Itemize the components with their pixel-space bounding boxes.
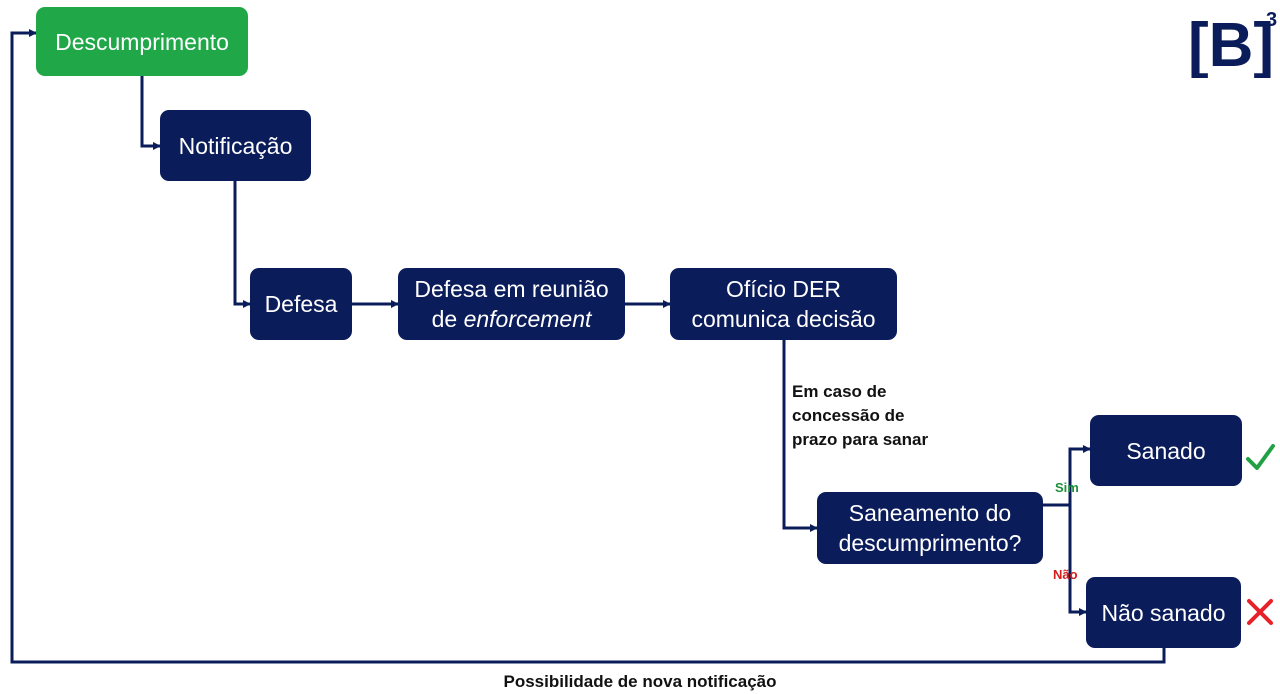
node-sanado-label: Sanado (1126, 437, 1206, 464)
node-defesa: Defesa (250, 268, 352, 340)
arrow-oficio-to-saneamento (782, 340, 818, 532)
logo-superscript: 3 (1266, 9, 1277, 31)
node-sanado: Sanado (1090, 415, 1242, 486)
check-icon (1246, 444, 1275, 470)
node-defesa-label: Defesa (264, 291, 338, 317)
arrow-notificacao-to-defesa (233, 181, 251, 308)
node-defesa-reuniao: Defesa em reunião de enforcement (398, 268, 625, 340)
node-nao-sanado-label: Não sanado (1101, 599, 1226, 626)
arrow-descumprimento-to-notificacao (140, 76, 161, 150)
concessao-line3: prazo para sanar (792, 430, 929, 449)
branch-label-sim: Sim (1055, 480, 1079, 495)
concessao-line2: concessão de (792, 406, 905, 425)
arrow-to-nao-sanado (1068, 505, 1087, 616)
b3-logo: [B] 3 (1188, 9, 1277, 78)
cross-icon (1247, 599, 1273, 625)
node-nao-sanado: Não sanado (1086, 577, 1241, 648)
node-oficio-der: Ofício DER comunica decisão (670, 268, 897, 340)
arrow-to-sanado (1068, 445, 1091, 505)
nova-notificacao-caption: Possibilidade de nova notificação (503, 672, 777, 691)
node-notificacao: Notificação (160, 110, 311, 181)
node-defesa-reuniao-line2: de enforcement (414, 304, 608, 334)
node-descumprimento: Descumprimento (36, 7, 248, 76)
node-defesa-reuniao-line1: Defesa em reunião (414, 276, 609, 302)
node-saneamento: Saneamento do descumprimento? (817, 492, 1043, 564)
node-notificacao-label: Notificação (178, 132, 293, 159)
node-descumprimento-label: Descumprimento (55, 28, 229, 55)
branch-label-nao: Não (1053, 567, 1078, 582)
node-defesa-reuniao-prefix: de (431, 306, 464, 332)
node-oficio-line2: comunica decisão (691, 306, 876, 332)
node-defesa-reuniao-italic: enforcement (463, 306, 592, 332)
arrow-loop-back-to-descumprimento (10, 29, 1166, 664)
concessao-prazo-note: Em caso de concessão de prazo para sanar (792, 380, 928, 452)
node-saneamento-line1: Saneamento do (848, 500, 1012, 526)
node-saneamento-line2: descumprimento? (838, 530, 1022, 556)
logo-text: [B] (1188, 11, 1274, 78)
concessao-line1: Em caso de (792, 382, 887, 401)
node-oficio-line1: Ofício DER (725, 276, 841, 302)
